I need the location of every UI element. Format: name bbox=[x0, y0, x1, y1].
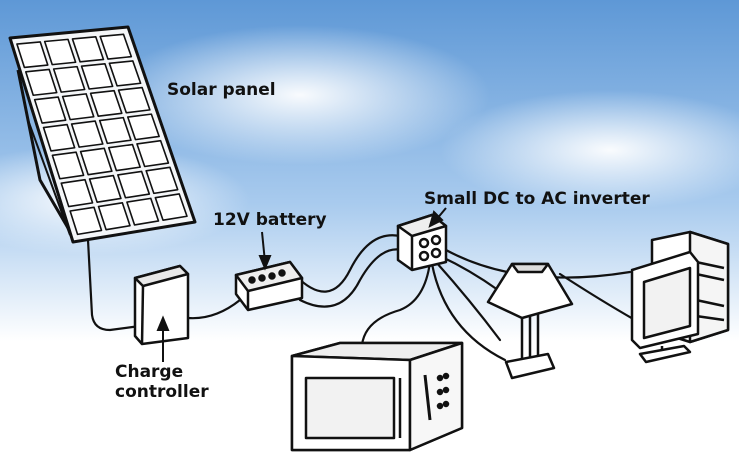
solar-cell bbox=[88, 174, 122, 203]
solar-cell bbox=[33, 96, 67, 124]
solar-cell bbox=[24, 68, 58, 97]
charge-controller-pointer bbox=[156, 315, 170, 362]
charge-controller-label-line2: controller bbox=[115, 382, 209, 402]
charge-controller-label-line1: Charge bbox=[115, 362, 184, 382]
solar-cell bbox=[70, 120, 104, 148]
solar-cell bbox=[126, 197, 160, 226]
charge-controller bbox=[133, 264, 190, 346]
solar-cell bbox=[51, 151, 85, 180]
inverter-label: Small DC to AC inverter bbox=[424, 189, 650, 209]
solar-cells bbox=[16, 33, 188, 236]
solar-cell bbox=[71, 36, 105, 63]
battery-label: 12V battery bbox=[213, 210, 327, 230]
solar-cell bbox=[79, 147, 113, 176]
solar-cell bbox=[98, 116, 132, 145]
solar-cell bbox=[117, 170, 151, 199]
solar-cell bbox=[136, 139, 170, 168]
solar-cell bbox=[42, 123, 76, 152]
solar-cell bbox=[154, 193, 188, 222]
solar-cell bbox=[107, 143, 141, 172]
battery-pointer bbox=[258, 231, 272, 271]
cloud bbox=[440, 90, 739, 210]
solar-cell bbox=[69, 206, 103, 236]
battery bbox=[234, 260, 304, 312]
solar-cell bbox=[126, 113, 160, 141]
solar-cell bbox=[80, 62, 114, 90]
computer bbox=[630, 230, 730, 364]
charge-controller-label: Charge controller bbox=[115, 362, 209, 402]
solar-cell bbox=[145, 166, 179, 195]
cloud bbox=[110, 25, 490, 165]
solar-cell bbox=[99, 33, 133, 60]
microwave bbox=[290, 341, 464, 452]
inverter-pointer bbox=[428, 207, 447, 228]
solar-cell bbox=[117, 86, 151, 114]
solar-cell bbox=[89, 89, 123, 117]
solar-cell bbox=[61, 93, 95, 121]
inverter bbox=[396, 213, 448, 272]
solar-panel bbox=[8, 25, 197, 244]
solar-cell bbox=[43, 38, 77, 66]
lamp bbox=[486, 262, 574, 380]
solar-cell bbox=[16, 41, 49, 69]
solar-cell bbox=[108, 60, 142, 87]
solar-cell bbox=[97, 202, 131, 231]
solar-cell bbox=[60, 178, 94, 208]
solar-panel-label: Solar panel bbox=[167, 80, 276, 100]
solar-cell bbox=[52, 65, 86, 93]
